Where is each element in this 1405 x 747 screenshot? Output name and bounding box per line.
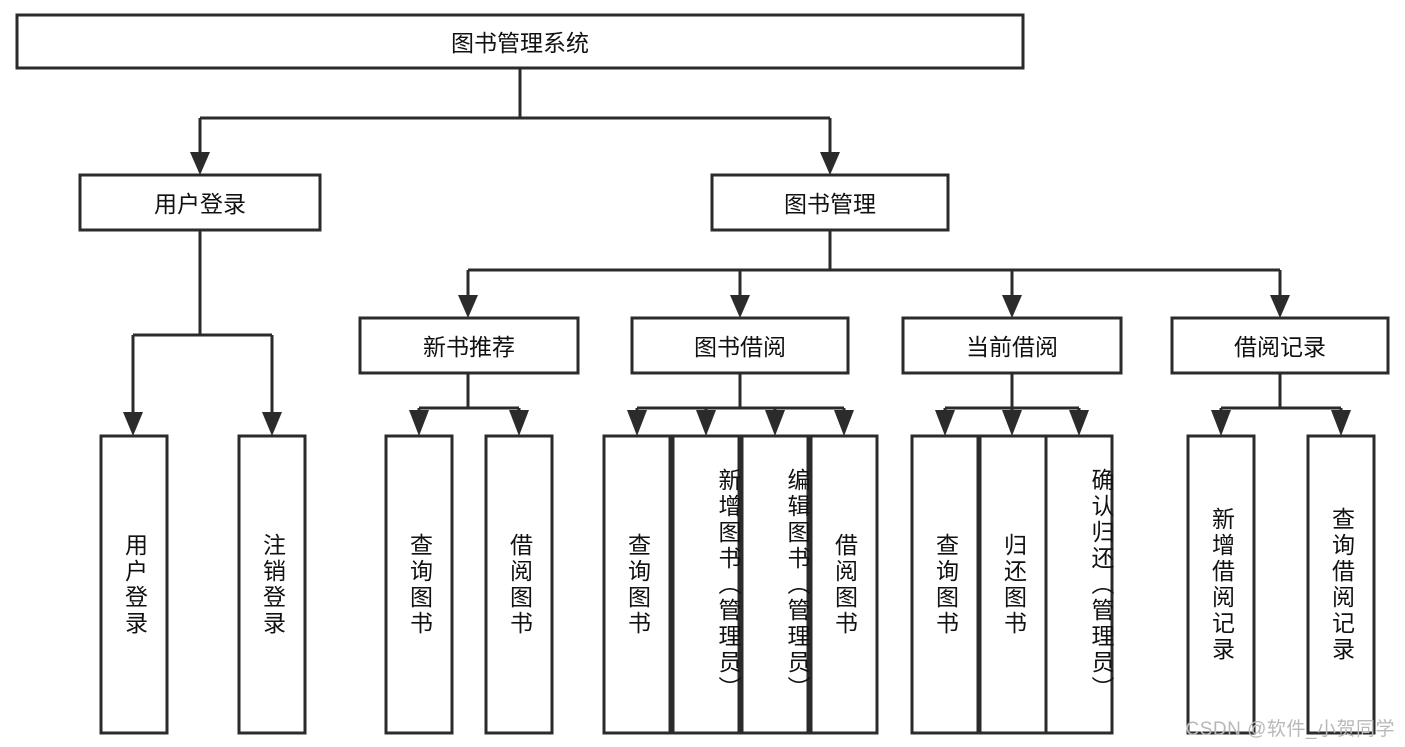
node-new-book-recommend[interactable]: 新书推荐	[358, 316, 580, 375]
node-borrow-record-label: 借阅记录	[1234, 334, 1326, 360]
leaf-user-login-box[interactable]	[99, 434, 169, 735]
node-user-login[interactable]: 用户登录	[78, 173, 322, 232]
connector-root-stem	[198, 68, 832, 156]
arrowhead-leaf-add-book	[696, 410, 716, 436]
node-book-borrow[interactable]: 图书借阅	[630, 316, 850, 375]
leaf-query-book-1-box[interactable]	[384, 434, 454, 735]
node-current-borrow[interactable]: 当前借阅	[901, 316, 1123, 375]
arrowhead-leaf-edit-book	[765, 410, 785, 436]
leaf-confirm-return-box[interactable]	[1044, 434, 1114, 735]
node-root-label: 图书管理系统	[451, 30, 589, 56]
arrowhead-borrow-record	[1270, 295, 1290, 318]
leaf-query-book-2-box[interactable]	[602, 434, 672, 735]
csdn-watermark: CSDN @软件_小贺同学	[1185, 719, 1395, 740]
leaf-query-record-box[interactable]	[1306, 434, 1376, 735]
leaf-add-book-box[interactable]	[671, 434, 741, 735]
node-book-borrow-label: 图书借阅	[694, 334, 786, 360]
node-borrow-record[interactable]: 借阅记录	[1170, 316, 1390, 375]
arrowhead-book-borrow	[730, 295, 750, 318]
node-root-box[interactable]	[15, 13, 1025, 70]
leaf-borrow-book-2-box[interactable]	[809, 434, 879, 735]
node-book-manage[interactable]: 图书管理	[710, 173, 950, 232]
node-current-borrow-box[interactable]	[901, 316, 1123, 375]
leaf-edit-book-box[interactable]	[740, 434, 810, 735]
node-current-borrow-label: 当前借阅	[966, 334, 1058, 360]
arrowhead-leaf-add-record	[1211, 410, 1231, 436]
leaf-add-record-box[interactable]	[1186, 434, 1256, 735]
arrowhead-leaf-user-login	[123, 412, 143, 436]
connector-user-login-branch	[131, 230, 274, 416]
arrowhead-leaf-borrow-book-2	[834, 410, 854, 436]
connector-book-manage-branch	[466, 230, 1282, 299]
leaf-logout-login-box[interactable]	[237, 434, 307, 735]
arrowhead-leaf-query-book-3	[935, 410, 955, 436]
arrowhead-current-borrow	[1002, 295, 1022, 318]
connector-new-book-recommend-branch	[417, 373, 521, 416]
connector-current-borrow-branch	[943, 373, 1081, 416]
arrowhead-leaf-query-record	[1331, 410, 1351, 436]
node-book-manage-box[interactable]	[710, 173, 950, 232]
connector-borrow-record-branch	[1219, 373, 1343, 416]
node-new-book-recommend-label: 新书推荐	[423, 334, 515, 360]
node-root[interactable]: 图书管理系统	[15, 13, 1025, 70]
arrowhead-user-login	[190, 152, 210, 175]
node-book-borrow-box[interactable]	[630, 316, 850, 375]
arrowhead-leaf-borrow-book-1	[509, 410, 529, 436]
arrowhead-leaf-logout-login	[262, 412, 282, 436]
arrowhead-new-book-recommend	[458, 295, 478, 318]
leaf-return-book-box[interactable]	[978, 434, 1048, 735]
arrowhead-leaf-return-book	[1002, 410, 1022, 436]
arrowhead-leaf-confirm-return	[1069, 410, 1089, 436]
connector-layer	[123, 68, 1351, 436]
arrowhead-leaf-query-book-2	[627, 410, 647, 436]
connector-book-borrow-branch	[635, 373, 846, 416]
node-borrow-record-box[interactable]	[1170, 316, 1390, 375]
node-user-login-label: 用户登录	[154, 191, 246, 217]
leaf-query-book-3-box[interactable]	[910, 434, 980, 735]
leaf-box-layer	[99, 434, 1376, 735]
node-new-book-recommend-box[interactable]	[358, 316, 580, 375]
node-book-manage-label: 图书管理	[784, 191, 876, 217]
leaf-borrow-book-1-box[interactable]	[484, 434, 554, 735]
node-user-login-box[interactable]	[78, 173, 322, 232]
arrowhead-leaf-query-book-1	[409, 410, 429, 436]
arrowhead-book-manage	[820, 152, 840, 175]
